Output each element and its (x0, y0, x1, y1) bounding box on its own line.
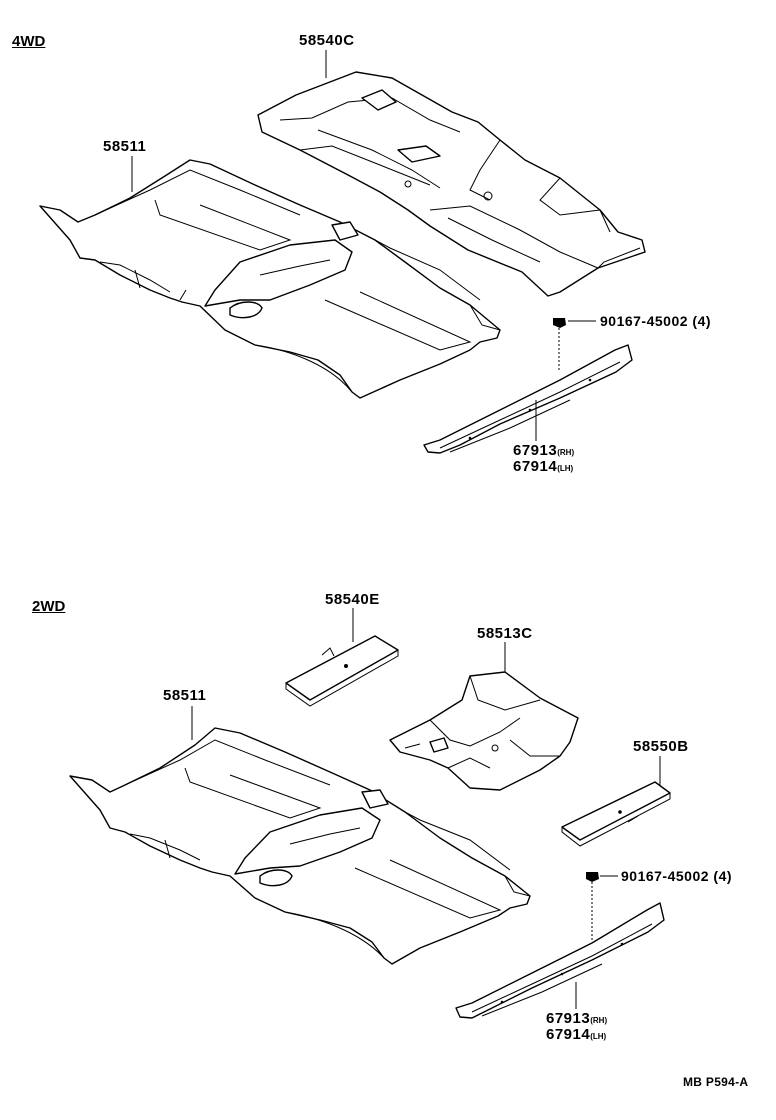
scuff-plate-67913-67914-4wd (423, 344, 633, 454)
leader-lines (131, 50, 661, 1009)
label-scuff-plate-lh-4wd: 67914(LH) (513, 459, 573, 474)
label-center-floor-mat: 58513C (477, 625, 533, 642)
label-floor-panel-58540e: 58540E (325, 591, 380, 608)
clip-90167-2wd (586, 872, 599, 940)
floor-panel-58550b (561, 781, 671, 847)
section-header-2wd: 2WD (32, 598, 66, 615)
label-front-floor-carpet-4wd: 58511 (103, 138, 147, 155)
center-floor-mat-58513c (389, 671, 579, 791)
label-scuff-plate-rh-2wd: 67913(RH) (546, 1011, 607, 1026)
drawing-code: MB P594-A (683, 1075, 749, 1089)
label-front-floor-carpet-2wd: 58511 (163, 687, 207, 704)
scuff-plate-rh-number-2wd: 67913 (546, 1010, 591, 1027)
front-floor-carpet-58511-2wd (69, 727, 531, 965)
scuff-plate-lh-side-2wd: (LH) (590, 1032, 607, 1041)
clip-90167-4wd (553, 318, 566, 372)
label-rear-floor-mat: 58540C (299, 32, 355, 49)
label-clip-4wd: 90167-45002 (4) (600, 313, 712, 329)
scuff-plate-lh-side-4wd: (LH) (557, 464, 574, 473)
label-clip-2wd: 90167-45002 (4) (621, 868, 733, 884)
scuff-plate-rh-number-4wd: 67913 (513, 442, 558, 459)
floor-panel-58540e (285, 635, 399, 707)
scuff-plate-lh-number-2wd: 67914 (546, 1026, 591, 1043)
scuff-plate-rh-side-2wd: (RH) (590, 1016, 608, 1025)
label-floor-panel-58550b: 58550B (633, 738, 689, 755)
scuff-plate-lh-number-4wd: 67914 (513, 458, 558, 475)
label-scuff-plate-rh-4wd: 67913(RH) (513, 443, 574, 458)
scuff-plate-rh-side-4wd: (RH) (557, 448, 575, 457)
section-header-4wd: 4WD (12, 33, 46, 50)
front-floor-carpet-58511-4wd (39, 159, 501, 399)
rear-floor-mat-58540c (257, 71, 646, 297)
scuff-plate-67913-67914-2wd (455, 902, 665, 1019)
label-scuff-plate-lh-2wd: 67914(LH) (546, 1027, 606, 1042)
